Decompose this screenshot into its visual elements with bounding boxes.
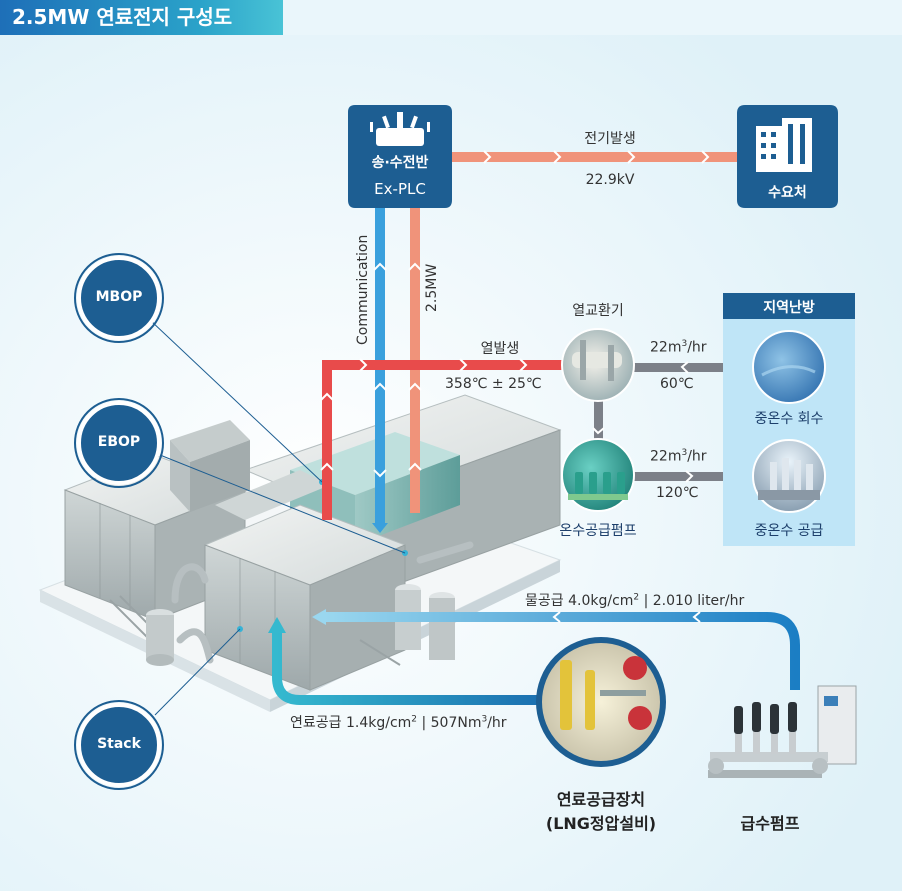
stack-label: Stack xyxy=(97,736,141,752)
supply-water-label: 중온수 공급 xyxy=(754,523,824,539)
feed-pump-illustration xyxy=(708,685,857,778)
consumer-box xyxy=(737,105,838,208)
mbop-label: MBOP xyxy=(95,289,143,305)
mbop-circle xyxy=(74,253,164,343)
stack-circle xyxy=(74,700,164,790)
power-voltage-label: 22.9kV xyxy=(585,172,635,188)
fuel-supply-line xyxy=(268,617,543,705)
hot-water-pump-photo xyxy=(561,438,635,512)
heat-exchanger-label: 열교환기 xyxy=(572,303,624,319)
control-panel-label-2: Ex-PLC xyxy=(374,180,426,198)
district-heating-title: 지역난방 xyxy=(763,300,815,316)
page-title: 2.5MW 연료전지 구성도 xyxy=(0,0,283,35)
building-icon xyxy=(756,118,812,172)
communication-label: Communication xyxy=(355,234,371,345)
heat-exchanger-photo xyxy=(561,328,635,402)
transmission-tower-icon xyxy=(370,112,430,146)
return-temp-label: 60℃ xyxy=(660,376,694,392)
water-supply-label: 물공급 4.0kg/cm2 | 2.010 liter/hr xyxy=(525,592,745,609)
control-panel-box xyxy=(348,105,452,208)
supply-temp-label: 120℃ xyxy=(656,485,699,501)
ebop-circle xyxy=(74,398,164,488)
lng-regulator-photo xyxy=(536,637,666,767)
fuel-device-label-1: 연료공급장치 xyxy=(556,790,646,809)
district-heating-pipes xyxy=(592,361,752,483)
return-water-label: 중온수 회수 xyxy=(754,411,824,427)
feed-pump-label: 급수펌프 xyxy=(740,814,800,833)
heat-temp-label: 358℃ ± 25℃ xyxy=(445,376,542,392)
supply-water-photo xyxy=(752,439,826,513)
hot-water-pump-label: 온수공급펌프 xyxy=(559,523,637,539)
heat-label: 열발생 xyxy=(480,341,520,357)
return-flow-label: 22m3/hr xyxy=(650,339,707,356)
power-output-line xyxy=(452,150,737,164)
return-water-photo xyxy=(752,330,826,404)
fuel-device-label-2: (LNG정압설비) xyxy=(545,814,657,833)
consumer-label: 수요처 xyxy=(768,185,807,201)
water-supply-line xyxy=(312,609,800,690)
heat-line xyxy=(320,358,567,520)
control-panel-label-1: 송·수전반 xyxy=(371,155,429,171)
ebop-label: EBOP xyxy=(97,434,141,450)
fuel-supply-label: 연료공급 1.4kg/cm2 | 507Nm3/hr xyxy=(290,714,507,731)
power-flow-label: 전기발생 xyxy=(584,131,636,147)
supply-flow-label: 22m3/hr xyxy=(650,448,707,465)
power-generation-label: 2.5MW xyxy=(424,263,440,312)
component-leader-lines xyxy=(149,319,406,716)
